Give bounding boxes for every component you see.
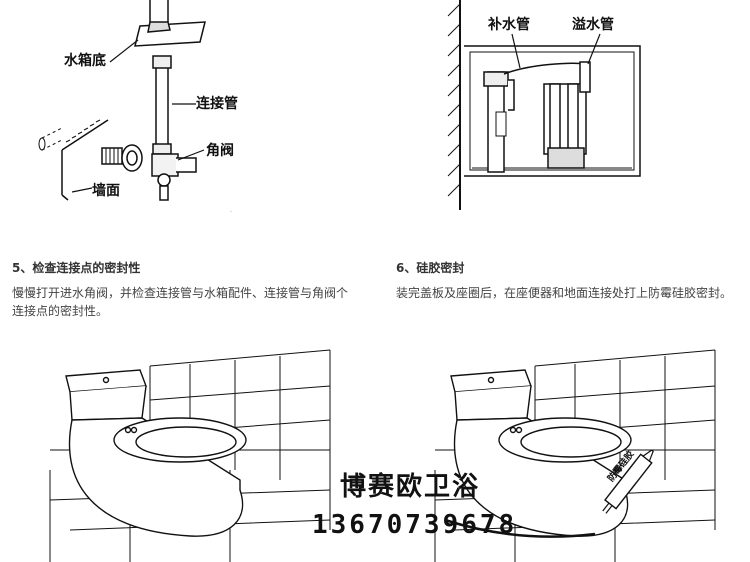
label-connector-pipe: 连接管 xyxy=(196,96,238,112)
wall-tile-lines xyxy=(149,349,331,530)
silicone-bead xyxy=(444,518,596,538)
threaded-fitting xyxy=(101,147,123,165)
label-wall: 墙面 xyxy=(92,183,120,199)
connection-diagram: . xyxy=(38,0,232,214)
tank-bottom-plate xyxy=(134,21,206,47)
brand-name: 博赛欧卫浴 xyxy=(340,472,481,502)
label-tank-bottom: 水箱底 xyxy=(64,53,106,69)
step6-title: 6、硅胶密封 xyxy=(396,261,465,275)
label-angle-valve: 角阀 xyxy=(206,143,234,159)
toilet-bowl xyxy=(68,417,244,537)
label-overflow-pipe: 溢水管 xyxy=(572,17,614,33)
toilet-illustration-right xyxy=(434,349,716,562)
toilet-illustration-left xyxy=(49,349,331,562)
wall-outline xyxy=(61,119,109,201)
step5-title: 5、检查连接点的密封性 xyxy=(12,261,141,275)
silicone-tube xyxy=(602,449,654,514)
phone-number: 13670739678 xyxy=(312,510,518,540)
angle-valve-body xyxy=(151,153,179,177)
tank-outline xyxy=(464,45,641,177)
svg-text:.: . xyxy=(230,207,232,214)
tank-section-diagram xyxy=(447,0,641,210)
stem-top xyxy=(149,0,169,22)
label-inlet-pipe: 补水管 xyxy=(488,17,530,33)
step6-desc: 装完盖板及座圈后，在座便器和地面连接处打上防霉硅胶密封。 xyxy=(396,286,733,300)
step5-desc: 慢慢打开进水角阀，并检查连接管与水箱配件、连接管与角阀个连接点的密封性。 xyxy=(12,286,349,318)
connector-pipe-body xyxy=(155,63,169,151)
